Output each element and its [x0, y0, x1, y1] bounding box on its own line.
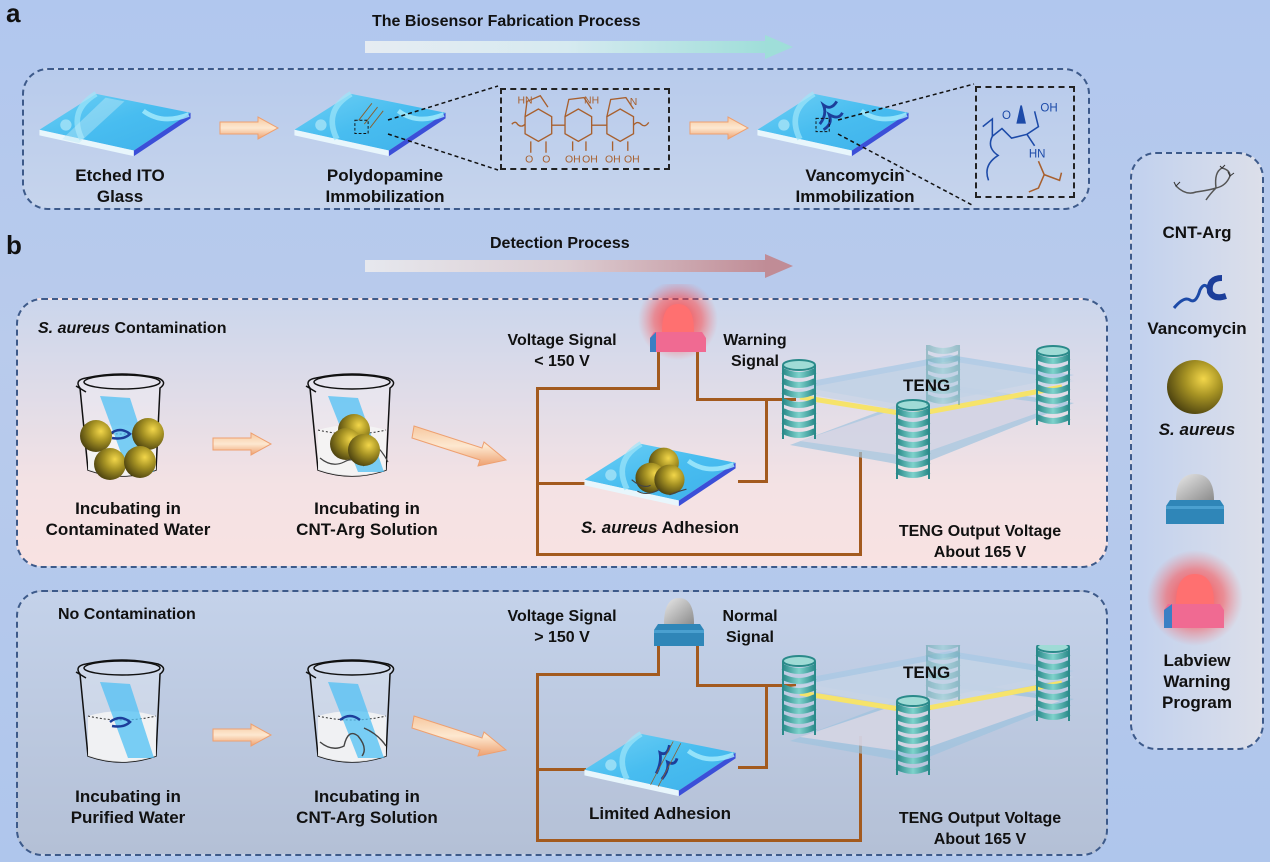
svg-text:OH: OH	[624, 154, 640, 165]
polydopamine-glass-slide	[285, 90, 455, 160]
circuit-wire	[738, 766, 768, 769]
circuit-wire	[657, 350, 660, 390]
s-aureus-adhesion-label: S. aureus Adhesion	[580, 518, 740, 537]
svg-text:OH: OH	[605, 154, 621, 165]
svg-text:OH: OH	[565, 154, 581, 165]
step-vancomycin-label: Vancomycin Immobilization	[795, 166, 915, 206]
arrow-to-circuit-icon	[411, 425, 508, 467]
etched-ito-glass-slide	[30, 90, 200, 160]
svg-text:O: O	[542, 154, 550, 165]
legend-panel	[1130, 152, 1264, 750]
circuit-wire	[657, 645, 660, 675]
circuit-wire	[536, 839, 862, 842]
svg-text:OH: OH	[582, 154, 598, 165]
step-purified-water-label: Incubating in Purified Water	[70, 787, 186, 827]
step-polydopamine-label: Polydopamine Immobilization	[325, 166, 445, 206]
circuit-wire	[765, 398, 768, 482]
detection-process-arrow	[365, 254, 793, 278]
circuit-wire	[696, 684, 796, 687]
arrow-icon	[212, 432, 274, 456]
panel-a-letter: a	[6, 0, 21, 28]
teng-output-label-1: TENG Output Voltage About 165 V	[898, 523, 1062, 561]
arrow-icon	[689, 116, 750, 140]
cnt-arg-solution-beaker	[305, 373, 395, 477]
svg-text:O: O	[1002, 110, 1011, 122]
legend-label-vancomycin: Vancomycin	[1147, 319, 1247, 338]
voltage-signal-low-label: Voltage Signal < 150 V	[507, 332, 617, 370]
panel-a-title: The Biosensor Fabrication Process	[372, 13, 641, 30]
s-aureus-icon	[1167, 360, 1223, 414]
circuit-wire	[696, 350, 699, 400]
arrow-to-circuit-icon	[411, 715, 508, 757]
vancomycin-glass-slide	[748, 90, 918, 160]
limited-adhesion-label: Limited Adhesion	[589, 804, 731, 823]
purified-water-beaker	[75, 659, 165, 763]
fabrication-process-arrow	[365, 35, 793, 59]
warning-led-icon	[638, 284, 718, 360]
s-aureus-adhesion-slide	[575, 440, 745, 510]
circuit-wire	[536, 673, 539, 841]
no-contamination-heading: No Contamination	[58, 606, 196, 623]
teng-device	[780, 345, 1074, 505]
circuit-wire	[536, 387, 660, 390]
contamination-heading: S. aureus Contamination	[38, 320, 227, 337]
svg-text:O: O	[525, 154, 533, 165]
circuit-wire	[536, 387, 539, 555]
arrow-icon	[212, 723, 274, 747]
panel-b-title: Detection Process	[490, 235, 630, 252]
polydopamine-structure: HN NH N O O OH OH OH OH	[500, 88, 670, 170]
step-cnt-arg-solution-label-1: Incubating in CNT-Arg Solution	[296, 499, 438, 539]
cnt-arg-solution-beaker-2	[305, 659, 395, 763]
atom-hn: HN	[517, 95, 532, 106]
circuit-wire	[696, 645, 699, 685]
legend-label-labview: Labview Warning Program	[1162, 651, 1232, 712]
vancomycin-structure: O OH HN	[975, 86, 1075, 198]
arrow-icon	[219, 116, 280, 140]
cnt-arg-icon	[1173, 164, 1235, 201]
led-off-icon	[1166, 474, 1224, 524]
zoom-lines-polydopamine	[387, 85, 499, 171]
circuit-wire	[859, 736, 862, 842]
svg-text:HN: HN	[1029, 148, 1046, 160]
normal-led-icon	[654, 598, 704, 646]
teng-label-1: TENG	[903, 376, 951, 395]
vancomycin-molecule-icon: O OH HN	[982, 102, 1063, 193]
panel-b-letter: b	[6, 230, 22, 260]
contaminated-water-beaker	[75, 373, 165, 480]
normal-signal-label: Normal Signal	[722, 608, 778, 646]
circuit-wire	[696, 398, 796, 401]
circuit-wire	[536, 673, 660, 676]
step-cnt-arg-solution-label-2: Incubating in CNT-Arg Solution	[296, 787, 438, 827]
circuit-wire	[536, 768, 586, 771]
teng-label-2: TENG	[903, 663, 951, 682]
legend-label-cnt-arg: CNT-Arg	[1162, 223, 1232, 242]
svg-text:N: N	[630, 97, 638, 108]
fabrication-process-box	[22, 68, 1090, 210]
svg-text:OH: OH	[1040, 102, 1057, 114]
circuit-wire	[859, 452, 862, 556]
teng-device	[780, 645, 1074, 805]
circuit-wire	[536, 482, 586, 485]
circuit-wire	[765, 684, 768, 768]
voltage-signal-high-label: Voltage Signal > 150 V	[507, 608, 617, 646]
legend-label-s-aureus: S. aureus	[1158, 420, 1236, 439]
vancomycin-icon	[1172, 275, 1227, 309]
step-contaminated-water-label: Incubating in Contaminated Water	[45, 499, 211, 539]
limited-adhesion-slide	[575, 730, 745, 800]
circuit-wire	[738, 480, 768, 483]
polydopamine-molecule-icon: HN NH N O O OH OH OH OH	[511, 94, 650, 165]
circuit-wire	[536, 553, 862, 556]
led-on-icon	[1147, 550, 1243, 646]
step-etched-ito-label: Etched ITO Glass	[75, 166, 165, 206]
teng-output-label-2: TENG Output Voltage About 165 V	[898, 810, 1062, 848]
warning-signal-label: Warning Signal	[723, 332, 787, 370]
zoom-lines-vancomycin	[837, 83, 975, 207]
svg-text:NH: NH	[584, 95, 599, 106]
